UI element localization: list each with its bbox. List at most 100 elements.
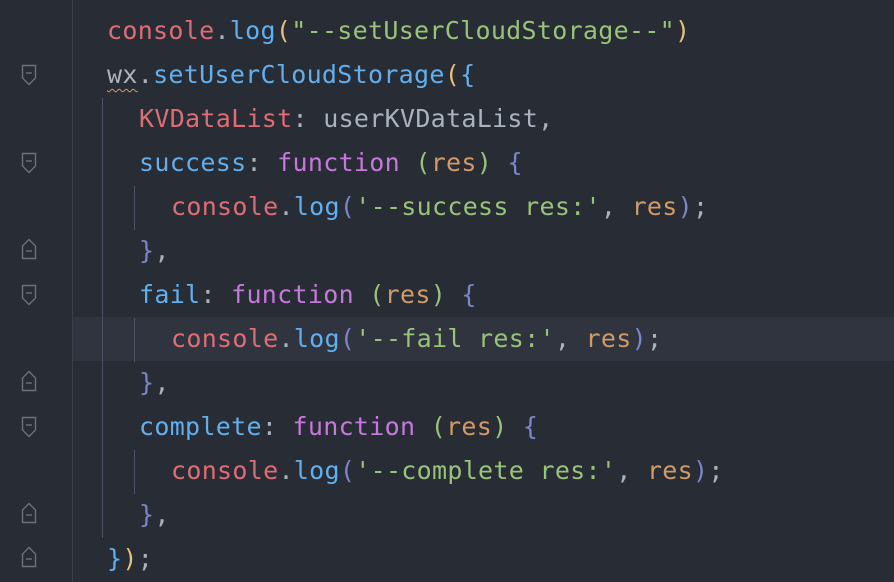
code-token: : — [261, 412, 293, 441]
code-line[interactable]: wx.setUserCloudStorage({ — [73, 53, 894, 97]
code-line[interactable]: }, — [73, 229, 894, 273]
code-token: '--complete res:' — [355, 456, 617, 485]
code-token: wx — [107, 60, 138, 89]
editor-gutter — [0, 0, 72, 582]
code-line[interactable]: }); — [73, 537, 894, 581]
code-token: ) — [122, 544, 138, 573]
code-token: console — [107, 16, 215, 45]
code-line-content: }, — [139, 493, 170, 537]
code-line-content: fail: function (res) { — [139, 273, 477, 317]
code-token: res — [631, 192, 678, 221]
code-line[interactable]: }, — [73, 361, 894, 405]
code-token: complete — [139, 412, 262, 441]
code-token — [446, 280, 461, 309]
code-token: ; — [708, 456, 724, 485]
code-token: res — [446, 412, 493, 441]
code-token: ( — [415, 148, 431, 177]
code-token: , — [554, 324, 586, 353]
indent-guide — [134, 318, 135, 362]
code-token: , — [154, 368, 170, 397]
code-token: function — [231, 280, 354, 309]
code-token: res — [646, 456, 693, 485]
code-line[interactable]: KVDataList: userKVDataList, — [73, 97, 894, 141]
code-token: log — [229, 16, 276, 45]
code-token: ( — [444, 60, 461, 89]
code-token: ) — [476, 148, 493, 177]
code-line[interactable]: console.log("--setUserCloudStorage--") — [73, 9, 894, 53]
code-token: { — [522, 412, 539, 441]
code-area[interactable]: console.log("--setUserCloudStorage--")wx… — [73, 0, 894, 582]
fold-close-icon[interactable] — [21, 370, 37, 392]
code-line[interactable]: console.log('--complete res:', res); — [73, 449, 894, 493]
code-token: setUserCloudStorage — [153, 60, 445, 89]
code-token: ) — [631, 324, 647, 353]
indent-guide — [134, 186, 135, 230]
fold-open-icon[interactable] — [21, 284, 37, 306]
fold-close-icon[interactable] — [21, 502, 37, 524]
code-token: . — [214, 16, 230, 45]
code-line-content: }, — [139, 361, 170, 405]
fold-open-icon[interactable] — [21, 416, 37, 438]
code-token: ( — [430, 412, 447, 441]
code-token: res — [585, 324, 632, 353]
code-token: ( — [369, 280, 385, 309]
code-token: } — [139, 236, 155, 265]
code-token: log — [293, 324, 340, 353]
fold-open-icon[interactable] — [21, 64, 37, 86]
code-token: { — [461, 280, 477, 309]
code-line-content: }, — [139, 229, 170, 273]
code-token: : — [246, 148, 278, 177]
code-token: function — [292, 412, 416, 441]
code-line-content: wx.setUserCloudStorage({ — [107, 53, 475, 97]
code-line-content: complete: function (res) { — [139, 405, 538, 449]
code-token: { — [460, 60, 476, 89]
code-token: res — [430, 148, 477, 177]
code-line[interactable]: }, — [73, 493, 894, 537]
code-token: log — [293, 192, 340, 221]
code-token: res — [384, 280, 431, 309]
code-token: ) — [675, 16, 691, 45]
code-token: ( — [339, 324, 356, 353]
code-token: : userKVDataList, — [292, 104, 554, 133]
code-token — [415, 412, 430, 441]
code-token: fail — [139, 280, 201, 309]
code-token: ) — [677, 192, 693, 221]
code-token: } — [139, 500, 155, 529]
code-token: . — [278, 324, 294, 353]
code-line-content: console.log('--fail res:', res); — [171, 317, 662, 361]
code-line[interactable]: success: function (res) { — [73, 141, 894, 185]
code-line-content: console.log("--setUserCloudStorage--") — [107, 9, 690, 53]
code-token: { — [507, 148, 523, 177]
code-token: '--success res:' — [355, 192, 601, 221]
code-line-content: console.log('--complete res:', res); — [171, 449, 724, 493]
code-line[interactable]: fail: function (res) { — [73, 273, 894, 317]
fold-close-icon[interactable] — [21, 238, 37, 260]
code-token: , — [154, 236, 170, 265]
code-token: console — [171, 324, 279, 353]
code-token: . — [137, 60, 154, 89]
code-token: ) — [693, 456, 709, 485]
code-line[interactable]: complete: function (res) { — [73, 405, 894, 449]
gutter-divider — [72, 0, 73, 582]
code-token: , — [600, 192, 632, 221]
code-line[interactable]: console.log('--success res:', res); — [73, 185, 894, 229]
code-token — [400, 148, 415, 177]
code-token: '--fail res:' — [355, 324, 555, 353]
code-token: "--setUserCloudStorage--" — [291, 16, 676, 45]
code-token: ( — [339, 456, 356, 485]
fold-close-icon[interactable] — [21, 546, 37, 568]
code-token — [354, 280, 369, 309]
code-token: } — [107, 544, 123, 573]
code-token: ; — [137, 544, 154, 573]
code-token: : — [200, 280, 232, 309]
code-token: console — [171, 456, 279, 485]
fold-open-icon[interactable] — [21, 152, 37, 174]
code-token: ; — [693, 192, 709, 221]
code-line[interactable]: console.log('--fail res:', res); — [73, 317, 894, 361]
code-token — [492, 148, 507, 177]
code-token: . — [278, 456, 294, 485]
code-token: , — [616, 456, 647, 485]
code-token: ) — [430, 280, 447, 309]
code-line-content: }); — [107, 537, 153, 581]
